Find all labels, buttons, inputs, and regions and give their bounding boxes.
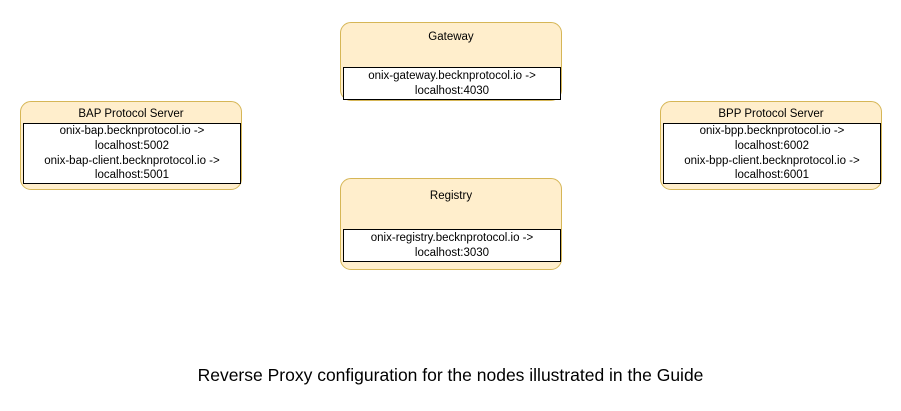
node-bpp-proxy-line-3: onix-bpp-client.becknprotocol.io ->	[684, 154, 860, 167]
node-bap-title: BAP Protocol Server	[78, 108, 184, 120]
node-bpp-proxy-panel: onix-bpp.becknprotocol.io -> localhost:6…	[663, 123, 881, 184]
node-bap-proxy-panel: onix-bap.becknprotocol.io -> localhost:5…	[23, 123, 241, 184]
node-bap-proxy-line-1: onix-bap.becknprotocol.io ->	[59, 125, 205, 138]
node-bpp-title: BPP Protocol Server	[718, 108, 824, 120]
node-registry: Registry onix-registry.becknprotocol.io …	[340, 178, 562, 270]
diagram-caption: Reverse Proxy configuration for the node…	[197, 365, 704, 385]
node-gateway-proxy-line-1: onix-gateway.becknprotocol.io ->	[368, 69, 536, 82]
node-gateway-proxy-line-2: localhost:4030	[414, 84, 490, 97]
node-bpp-proxy-line-4: localhost:6001	[734, 169, 810, 182]
node-gateway-proxy-panel: onix-gateway.becknprotocol.io -> localho…	[343, 67, 561, 100]
node-bap-protocol-server: BAP Protocol Server onix-bap.becknprotoc…	[20, 101, 242, 190]
node-gateway-title: Gateway	[428, 31, 474, 43]
node-bpp-proxy-line-1: onix-bpp.becknprotocol.io ->	[699, 125, 845, 138]
node-gateway: Gateway onix-gateway.becknprotocol.io ->…	[340, 22, 562, 101]
node-bap-proxy-line-3: onix-bap-client.becknprotocol.io ->	[44, 154, 220, 167]
node-bpp-proxy-line-2: localhost:6002	[734, 139, 810, 152]
node-bap-proxy-line-2: localhost:5002	[94, 139, 170, 152]
node-registry-proxy-panel: onix-registry.becknprotocol.io -> localh…	[343, 229, 561, 262]
node-bpp-protocol-server: BPP Protocol Server onix-bpp.becknprotoc…	[660, 101, 882, 190]
node-registry-title: Registry	[429, 190, 473, 202]
node-registry-proxy-line-2: localhost:3030	[414, 246, 490, 259]
node-bap-proxy-line-4: localhost:5001	[94, 169, 170, 182]
node-registry-proxy-line-1: onix-registry.becknprotocol.io ->	[370, 231, 534, 244]
